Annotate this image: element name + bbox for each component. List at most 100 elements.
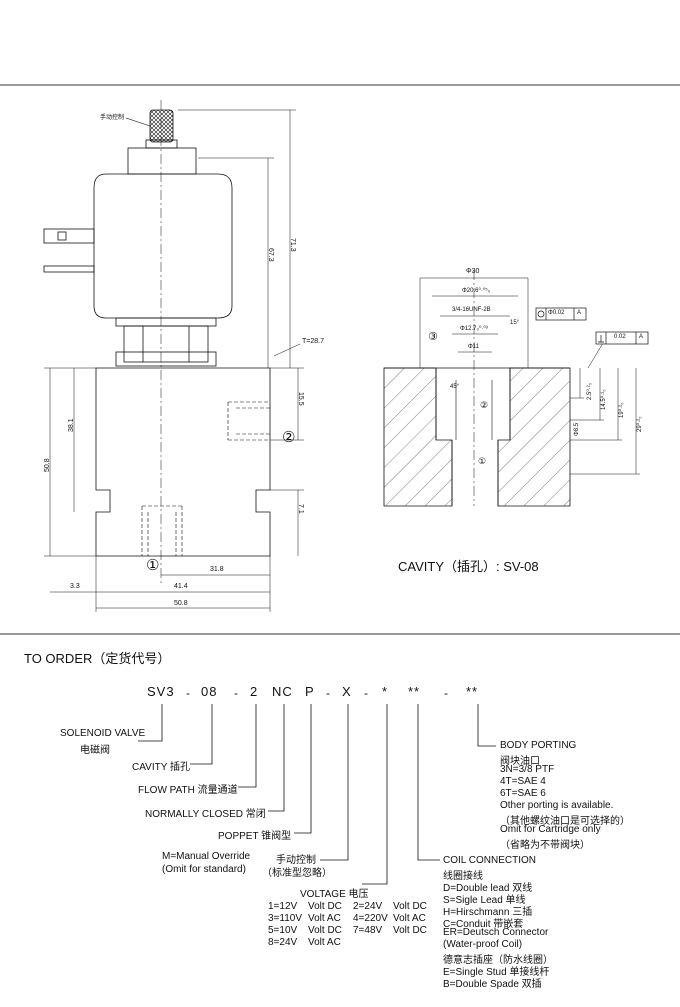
cavity-dim-8-5: Φ8.5 (574, 422, 580, 436)
cavity-phi11: Φ11 (468, 344, 480, 350)
porting-line: （省略为不带阀块） (500, 840, 590, 851)
code-dash-3: - (326, 686, 331, 700)
tolerance-perpendicularity-value: 0.02 (614, 334, 626, 340)
coil-line: ER=Deutsch Connector (443, 927, 549, 938)
code-x: X (342, 684, 352, 699)
cavity-angle-45: 45° (450, 384, 460, 390)
label-poppet: POPPET 锥阀型 (218, 831, 292, 842)
manual-override-knob (149, 109, 174, 143)
cavity-dim-14-5: 14.5⁰·¹₀ (601, 389, 607, 410)
code-dash-4: - (364, 686, 369, 700)
dim-15-5: 15.5 (297, 392, 304, 406)
code-p: P (305, 684, 315, 699)
porting-line: （其他螺纹油口是可选择的） (500, 816, 630, 827)
voltage-code: 7=48V (353, 925, 383, 936)
coil-line: 德意志插座（防水线圈） (443, 955, 553, 966)
coil-body (93, 173, 233, 319)
coil-line: B=Double Spade 双插 (443, 979, 542, 990)
cavity-section-view (383, 270, 571, 507)
voltage-type: Volt AC (393, 913, 426, 924)
label-solenoid-valve-cn: 电磁阀 (80, 745, 110, 756)
voltage-type: Volt DC (393, 925, 427, 936)
cavity-phi30: Φ30 (466, 268, 480, 275)
code-08: 08 (201, 684, 218, 699)
voltage-code: 5=10V (268, 925, 298, 936)
dim-67-3: 67.3 (267, 248, 274, 262)
cavity-caption: CAVITY（插孔）: SV-08 (398, 559, 539, 574)
voltage-type: Volt DC (393, 901, 427, 912)
coil-line: (Water-proof Coil) (443, 939, 523, 950)
dim-41-4: 41.4 (174, 583, 188, 590)
dim-38-1: 38.1 (68, 418, 75, 432)
coil-line: C=Conduit 带嵌套 (443, 919, 524, 930)
voltage-type: Volt AC (308, 937, 341, 948)
valve-side-view (43, 100, 271, 585)
manual-override-label: 手动控制 (100, 115, 125, 121)
porting-line: 阀块油口 (500, 756, 540, 767)
tolerance-frames (535, 307, 649, 345)
label-omit-standard: (Omit for standard) (162, 864, 246, 875)
label-omit-standard-cn: （标准型忽略） (262, 868, 332, 879)
voltage-code: 4=220V (353, 913, 388, 924)
voltage-code: 1=12V (268, 901, 298, 912)
voltage-code: 3=110V (268, 913, 303, 924)
cavity-angle-15: 15° (510, 320, 520, 326)
coil-line: COIL CONNECTION (443, 855, 536, 866)
voltage-code: 8=24V (268, 937, 298, 948)
cavity-dimensions (419, 277, 640, 475)
cavity-port-3-marker: ③ (428, 331, 438, 343)
porting-line: Other porting is available. (500, 800, 614, 811)
coil-line: E=Single Stud 单接线杆 (443, 967, 550, 978)
porting-line: BODY PORTING (500, 740, 577, 751)
cavity-port-1-marker: ① (478, 456, 487, 466)
dim-50-8-vertical: 50.8 (44, 458, 51, 472)
manual-override-leader (125, 117, 151, 127)
cavity-phi20-6: Φ20.6⁰·⁰⁵₀ (462, 288, 491, 294)
voltage-type: Volt AC (308, 913, 341, 924)
coil-line: H=Hirschmann 三插 (443, 907, 533, 918)
label-solenoid-valve: SOLENOID VALVE (60, 728, 146, 739)
tolerance-concentricity-value: Φ0.02 (548, 310, 565, 316)
voltage-type: Volt DC (308, 925, 342, 936)
code-dash-5: - (444, 686, 449, 700)
cavity-dim-19: 19⁰·²₀ (619, 402, 625, 418)
cavity-dim-29: 29⁰·²₀ (637, 416, 643, 432)
porting-line: 4T=SAE 4 (500, 776, 546, 787)
code-dash-2: - (234, 686, 239, 700)
order-title: TO ORDER（定货代号） (24, 651, 171, 666)
code-sv3: SV3 (147, 684, 175, 699)
coil-line: S=Sigle Lead 单线 (443, 895, 526, 906)
cavity-phi12-7: Φ12.7₀⁰·⁰³ (460, 326, 488, 332)
voltage-title: VOLTAGE 电压 (300, 889, 369, 900)
code-coil: ** (408, 684, 421, 699)
dim-7-1: 7.1 (297, 504, 304, 514)
coil-line: 线圈接线 (443, 871, 483, 882)
coil-line: D=Double lead 双线 (443, 883, 533, 894)
cavity-thread: 3/4-16UNF-2B (452, 307, 491, 313)
ordering-leader-lines (138, 704, 496, 885)
voltage-code: 2=24V (353, 901, 383, 912)
porting-line: Omit for Cartridge only (500, 824, 601, 835)
code-voltage: * (382, 684, 389, 699)
voltage-type: Volt DC (308, 901, 342, 912)
tolerance-perpendicularity-datum: A (639, 334, 644, 340)
side-view-dimensions (44, 109, 304, 612)
port-1-marker: ① (146, 557, 160, 574)
valve-body (95, 367, 271, 557)
code-2: 2 (250, 684, 259, 699)
cavity-dim-2-5: 2.5⁰·²₀ (587, 382, 593, 400)
label-manual-override: M=Manual Override (162, 851, 251, 862)
label-manual-override-cn: 手动控制 (276, 855, 316, 866)
label-flow-path: FLOW PATH 流量通道 (138, 785, 238, 796)
dim-3-3: 3.3 (70, 583, 80, 590)
label-cavity: CAVITY 插孔 (132, 762, 190, 773)
code-porting: ** (466, 684, 479, 699)
code-dash-1: - (186, 686, 191, 700)
porting-line: 6T=SAE 6 (500, 788, 546, 799)
dim-50-8-horizontal: 50.8 (174, 600, 188, 607)
cavity-port-2-marker: ② (480, 400, 489, 410)
dim-31-8: 31.8 (210, 566, 224, 573)
dim-71-3: 71.3 (289, 238, 296, 252)
dim-t-28-7: T=28.7 (302, 338, 324, 345)
